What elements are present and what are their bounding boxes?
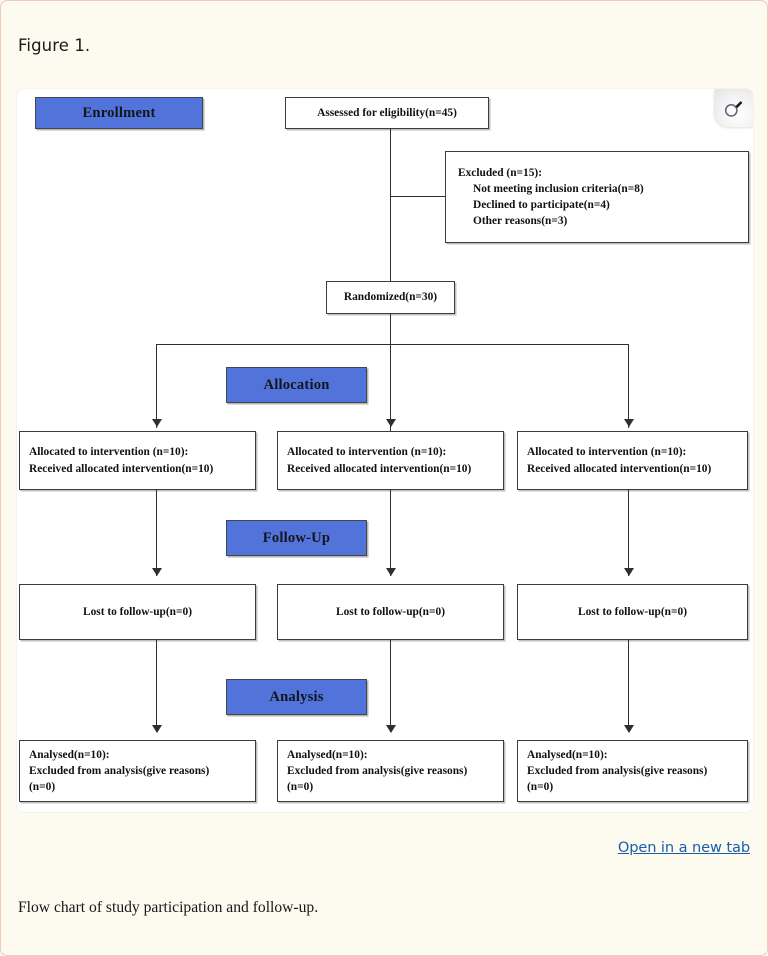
connector-lost3-to-analysed3 bbox=[628, 640, 630, 732]
connector-alloc3-to-lost3 bbox=[628, 490, 630, 576]
node-assessed-eligibility: Assessed for eligibility(n=45) bbox=[285, 97, 489, 129]
analysed-1-line3: (n=0) bbox=[29, 781, 56, 794]
arrow-left-allocation bbox=[152, 419, 162, 427]
node-lost-1: Lost to follow-up(n=0) bbox=[19, 584, 256, 640]
node-analysed-3: Analysed(n=10): Excluded from analysis(g… bbox=[517, 740, 748, 802]
node-randomized-text: Randomized(n=30) bbox=[343, 291, 438, 304]
phase-enrollment-label: Enrollment bbox=[82, 104, 156, 121]
allocated-2-line1: Allocated to intervention (n=10): bbox=[287, 446, 447, 459]
node-analysed-1: Analysed(n=10): Excluded from analysis(g… bbox=[19, 740, 256, 802]
arrow-analysed-2 bbox=[386, 725, 396, 733]
magnifier-glyph bbox=[724, 101, 743, 117]
excluded-heading: Excluded (n=15): bbox=[458, 166, 543, 179]
connector-alloc2-to-lost2 bbox=[390, 490, 392, 576]
arrow-analysed-1 bbox=[152, 725, 162, 733]
node-analysed-2: Analysed(n=10): Excluded from analysis(g… bbox=[277, 740, 504, 802]
figure-card: Enrollment Assessed for eligibility(n=45… bbox=[17, 89, 753, 812]
analysed-3-line2: Excluded from analysis(give reasons) bbox=[527, 764, 708, 777]
figure-caption: Flow chart of study participation and fo… bbox=[18, 899, 319, 916]
phase-allocation-label: Allocation bbox=[263, 376, 330, 393]
phase-followup-label: Follow-Up bbox=[262, 529, 331, 546]
lost-1-text: Lost to follow-up(n=0) bbox=[82, 605, 192, 618]
excluded-reason-1: Not meeting inclusion criteria(n=8) bbox=[473, 182, 644, 195]
arrow-center-allocation bbox=[386, 419, 396, 427]
node-assessed-text: Assessed for eligibility(n=45) bbox=[317, 106, 457, 119]
lost-2-text: Lost to follow-up(n=0) bbox=[335, 605, 445, 618]
connector-assessed-to-randomized bbox=[390, 129, 392, 285]
node-excluded: Excluded (n=15): Not meeting inclusion c… bbox=[445, 151, 749, 243]
connector-lost1-to-analysed1 bbox=[156, 640, 158, 732]
connector-alloc1-to-lost1 bbox=[156, 490, 158, 576]
phase-analysis-label: Analysis bbox=[269, 688, 324, 705]
allocated-3-line2: Received allocated intervention(n=10) bbox=[527, 462, 712, 475]
open-in-new-tab-link[interactable]: Open in a new tab bbox=[617, 839, 750, 856]
magnifier-icon[interactable] bbox=[715, 89, 753, 127]
arrow-lost-2 bbox=[386, 568, 396, 576]
allocated-3-line1: Allocated to intervention (n=10): bbox=[527, 446, 687, 459]
node-lost-2: Lost to follow-up(n=0) bbox=[277, 584, 504, 640]
analysed-1-line1: Analysed(n=10): bbox=[29, 748, 110, 761]
phase-enrollment: Enrollment bbox=[35, 97, 203, 129]
node-allocated-1: Allocated to intervention (n=10): Receiv… bbox=[19, 431, 256, 490]
node-allocated-3: Allocated to intervention (n=10): Receiv… bbox=[517, 431, 748, 490]
node-lost-3: Lost to follow-up(n=0) bbox=[517, 584, 748, 640]
connector-to-excluded bbox=[390, 196, 446, 198]
analysed-2-line1: Analysed(n=10): bbox=[287, 748, 368, 761]
node-allocated-2: Allocated to intervention (n=10): Receiv… bbox=[277, 431, 504, 490]
phase-allocation: Allocation bbox=[226, 367, 367, 403]
analysed-2-line3: (n=0) bbox=[287, 781, 314, 794]
arrow-lost-3 bbox=[624, 568, 634, 576]
lost-3-text: Lost to follow-up(n=0) bbox=[577, 605, 687, 618]
connector-left-allocation-drop bbox=[156, 344, 158, 428]
allocated-2-line2: Received allocated intervention(n=10) bbox=[287, 462, 472, 475]
analysed-3-line1: Analysed(n=10): bbox=[527, 748, 608, 761]
node-randomized: Randomized(n=30) bbox=[326, 281, 455, 314]
phase-followup: Follow-Up bbox=[226, 520, 367, 556]
connector-right-allocation-drop bbox=[628, 344, 630, 428]
analysed-2-line2: Excluded from analysis(give reasons) bbox=[287, 764, 468, 777]
figure-number: Figure 1. bbox=[18, 36, 91, 55]
connector-randomized-trunk bbox=[390, 314, 392, 444]
arrow-right-allocation bbox=[624, 419, 634, 427]
phase-analysis: Analysis bbox=[226, 679, 367, 715]
analysed-1-line2: Excluded from analysis(give reasons) bbox=[29, 764, 210, 777]
flow-chart: Enrollment Assessed for eligibility(n=45… bbox=[17, 89, 753, 812]
excluded-reason-3: Other reasons(n=3) bbox=[473, 215, 568, 228]
connector-lost2-to-analysed2 bbox=[390, 640, 392, 732]
arrow-analysed-3 bbox=[624, 725, 634, 733]
allocated-1-line1: Allocated to intervention (n=10): bbox=[29, 446, 189, 459]
excluded-reason-2: Declined to participate(n=4) bbox=[473, 199, 610, 211]
analysed-3-line3: (n=0) bbox=[527, 781, 554, 794]
allocated-1-line2: Received allocated intervention(n=10) bbox=[29, 462, 214, 475]
arrow-lost-1 bbox=[152, 568, 162, 576]
connector-allocation-split bbox=[156, 344, 629, 346]
